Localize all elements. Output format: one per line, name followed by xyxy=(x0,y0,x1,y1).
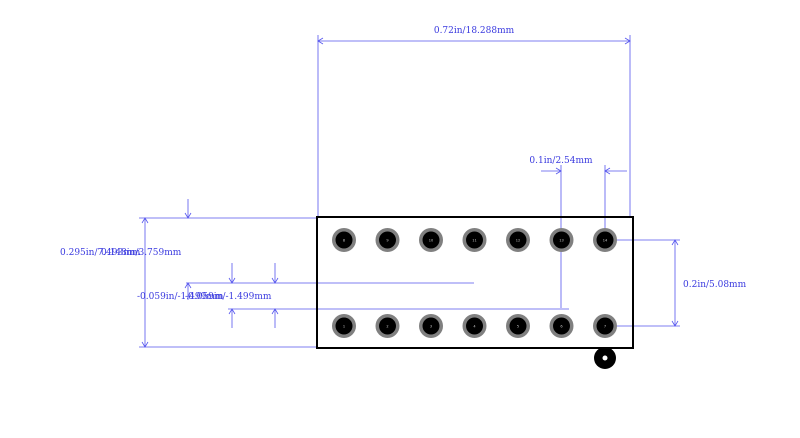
pad-bottom-3: 3 xyxy=(419,314,443,338)
row-spacing-label: 0.2in/5.08mm xyxy=(683,280,747,290)
pad-bottom-5: 5 xyxy=(506,314,530,338)
pad-top-2: 9 xyxy=(375,228,400,252)
height-dimension: 0.295in/7.493mm 0.148in/3.759mm xyxy=(60,199,318,348)
offset-label-a: -0.059in/-1.499mm xyxy=(137,292,224,302)
pad-bottom-7: 7 xyxy=(593,314,617,338)
pin-number: 6 xyxy=(560,324,562,328)
pin-number: 1 xyxy=(343,324,345,328)
pad-top-3: 10 xyxy=(419,228,443,252)
pad-hole xyxy=(596,317,614,335)
pad-hole xyxy=(422,317,440,335)
height-overlap-label: 0.148in/3.759mm xyxy=(101,248,182,258)
pad-hole xyxy=(509,317,527,335)
pitch-dimension-label: 0.1in/2.54mm xyxy=(529,156,593,166)
pin-number: 10 xyxy=(429,238,433,242)
pad-top-7: 14 xyxy=(593,228,617,252)
width-dimension-label: 0.72in/18.288mm xyxy=(434,26,515,36)
package-outline xyxy=(316,216,634,349)
offset-dimension: -0.059in/-1.499mm -0.059in/-1.499mm xyxy=(137,263,569,328)
row-spacing-dimension: 0.2in/5.08mm xyxy=(605,239,747,327)
pin-number: 2 xyxy=(386,324,388,328)
pad-bottom-6: 6 xyxy=(549,314,574,338)
pad-hole xyxy=(335,231,353,249)
pad-hole xyxy=(553,317,570,335)
pin-number: 14 xyxy=(603,238,608,242)
pad-hole xyxy=(422,231,440,249)
pad-hole xyxy=(553,231,570,249)
pad-top-6: 13 xyxy=(549,228,574,252)
pad-hole xyxy=(466,231,483,249)
pin-number: 9 xyxy=(386,238,388,242)
pin-number: 3 xyxy=(430,324,432,328)
pin-number: 8 xyxy=(343,238,345,242)
pad-top-5: 12 xyxy=(506,228,530,252)
height-dimension-label: 0.295in/7.493mm xyxy=(60,248,141,258)
offset-label-b: -0.059in/-1.499mm xyxy=(185,292,272,302)
pin-number: 12 xyxy=(516,238,520,242)
pin-number: 11 xyxy=(472,238,476,242)
pad-hole xyxy=(379,317,396,335)
width-dimension: 0.72in/18.288mm xyxy=(317,26,631,217)
pad-bottom-4: 4 xyxy=(462,314,487,338)
pad-hole xyxy=(335,317,353,335)
pin-number: 13 xyxy=(559,238,563,242)
pad-hole xyxy=(466,317,483,335)
pin-number: 7 xyxy=(604,324,606,328)
pad-hole xyxy=(379,231,396,249)
pin-number: 4 xyxy=(473,324,476,328)
pad-hole xyxy=(596,231,614,249)
pad-top-4: 11 xyxy=(462,228,487,252)
pin-number: 5 xyxy=(517,324,519,328)
pad-bottom-2: 2 xyxy=(375,314,400,338)
pad-top-1: 8 xyxy=(332,228,356,252)
pad-hole xyxy=(509,231,527,249)
pin1-marker xyxy=(594,347,616,369)
pad-bottom-1: 1 xyxy=(332,314,356,338)
